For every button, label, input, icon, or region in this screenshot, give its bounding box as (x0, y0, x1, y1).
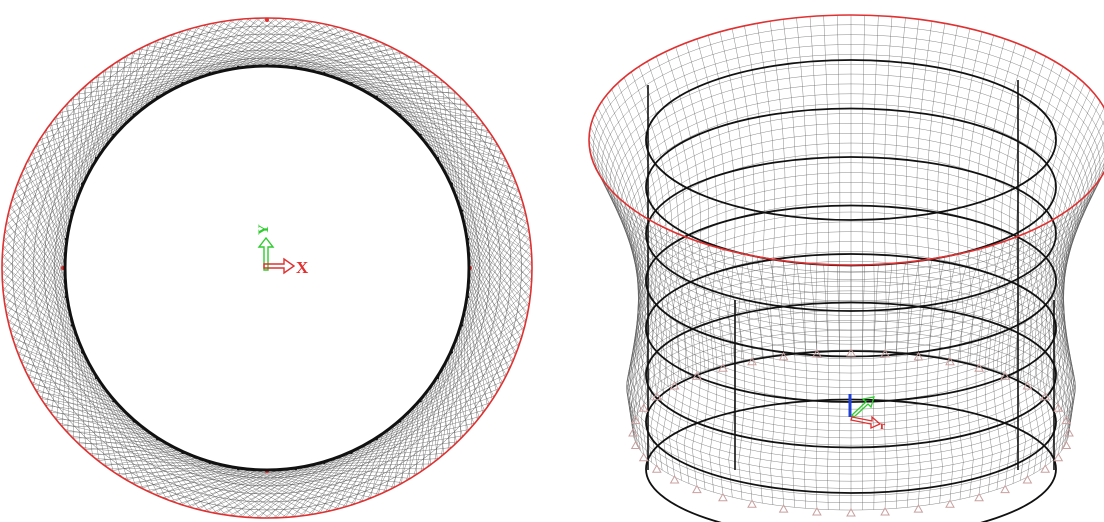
support-triangle-icon (628, 427, 638, 437)
support-triangle-icon (747, 499, 757, 508)
isometric-vertical-members (647, 80, 1055, 470)
support-triangle-icon (651, 391, 662, 401)
support-triangle-icon (1040, 464, 1051, 473)
support-triangle-icon (669, 474, 680, 484)
plan-ring-line (33, 41, 501, 495)
plan-ring-line (12, 25, 522, 511)
support-triangle-icon (945, 356, 955, 366)
plan-axis-marker (265, 18, 269, 22)
plan-inner-ring (63, 64, 471, 472)
x-axis-arrow-icon (263, 257, 296, 275)
support-triangle-icon (913, 504, 924, 513)
plan-annular-mesh (1, 17, 533, 519)
isometric-stiffener-rings (645, 59, 1057, 522)
support-triangle-icon (718, 492, 728, 502)
support-triangle-icon (974, 492, 984, 502)
support-triangle-icon (812, 348, 822, 358)
isometric-shell-mesh (588, 14, 1104, 511)
support-triangle-icon (778, 504, 789, 513)
y-axis-label: Y (256, 224, 272, 235)
support-triangle-icon (692, 371, 702, 380)
stiffener-ring (645, 301, 1057, 449)
isometric-grid-lines (588, 14, 1104, 511)
support-triangle-icon (638, 452, 649, 462)
support-triangle-icon (1061, 415, 1072, 424)
isometric-support-markers (628, 347, 1074, 517)
plan-spiral-members (1, 17, 533, 519)
support-triangle-icon (1040, 391, 1051, 401)
support-triangle-icon (1000, 371, 1010, 380)
support-triangle-icon (880, 506, 890, 516)
x-axis-arrow-icon (850, 415, 882, 430)
support-triangle-icon (846, 507, 856, 517)
x-axis-label: r (880, 418, 886, 432)
support-triangle-icon (630, 415, 641, 424)
support-triangle-icon (974, 363, 984, 372)
y-axis-arrow-icon (851, 396, 875, 418)
isometric-axis-triad: r (848, 394, 886, 432)
support-triangle-icon (718, 363, 728, 372)
support-triangle-icon (913, 351, 924, 361)
plan-outer-boundary (1, 17, 533, 519)
support-triangle-icon (1064, 427, 1074, 437)
stiffener-ring (645, 350, 1057, 494)
support-triangle-icon (669, 380, 680, 390)
support-triangle-icon (1053, 452, 1064, 462)
support-triangle-icon (945, 499, 955, 508)
isometric-view-drawing: r (588, 14, 1104, 522)
support-triangle-icon (1000, 484, 1010, 494)
support-triangle-icon (651, 464, 662, 473)
support-triangle-icon (778, 351, 789, 361)
support-triangle-icon (1022, 474, 1033, 484)
stiffener-ring (645, 156, 1057, 312)
isometric-view-panel: r (560, 0, 1104, 522)
plan-view-drawing: Y X (1, 17, 533, 519)
plan-view-panel: Y X (0, 0, 540, 522)
plan-axis-triad: Y X (256, 224, 309, 277)
support-triangle-icon (846, 347, 856, 357)
support-triangle-icon (1022, 380, 1033, 390)
support-triangle-icon (880, 348, 890, 358)
plan-ring-line (54, 57, 480, 479)
stiffener-ring (645, 59, 1057, 221)
support-triangle-icon (630, 440, 641, 449)
x-axis-label: X (296, 258, 309, 277)
support-triangle-icon (692, 484, 702, 494)
support-triangle-icon (747, 356, 757, 366)
support-triangle-icon (812, 506, 822, 516)
plan-ring-line (43, 49, 491, 487)
support-triangle-icon (1061, 440, 1072, 449)
plan-ring-line (22, 33, 512, 503)
y-axis-arrow-icon (257, 236, 275, 271)
isometric-top-boundary (588, 14, 1104, 266)
support-triangle-icon (1053, 403, 1064, 412)
support-triangle-icon (638, 403, 649, 412)
